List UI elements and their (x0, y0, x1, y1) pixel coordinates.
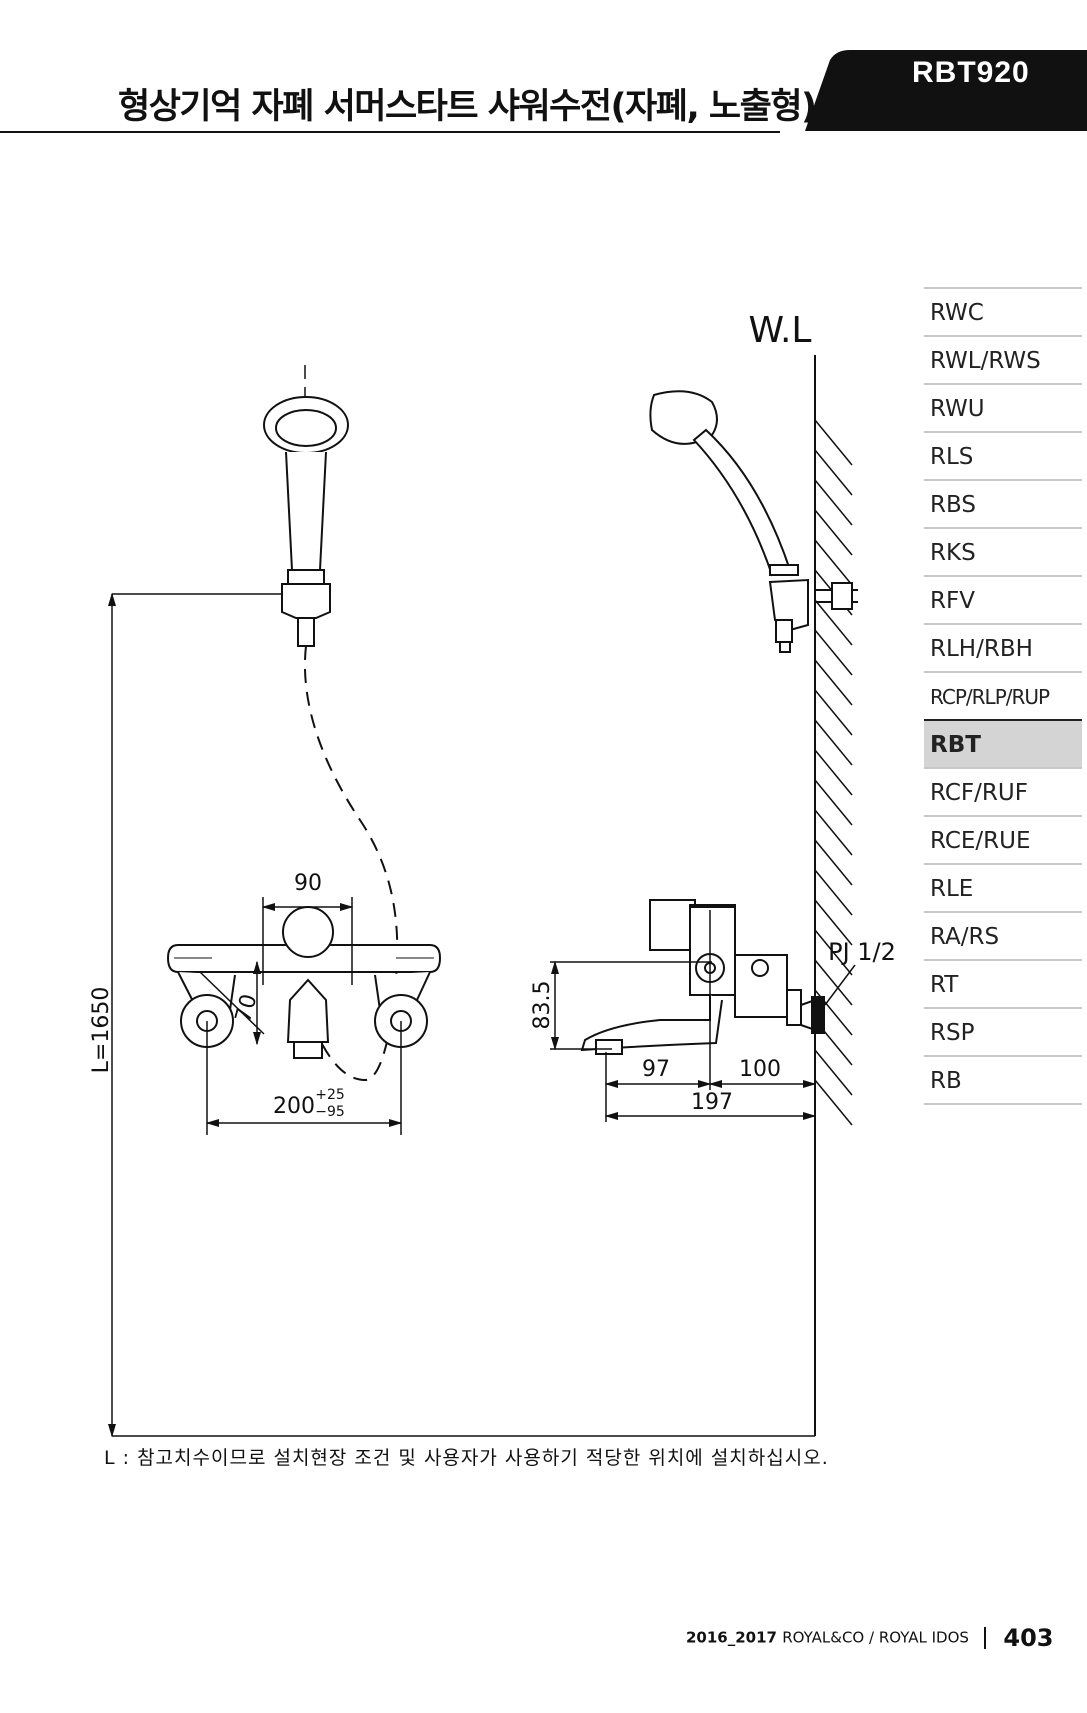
dim-97: 97 (642, 1057, 670, 1082)
front-shower-head (263, 365, 349, 647)
page-number: 403 (1003, 1624, 1054, 1652)
side-nav-item-rwl-rws[interactable]: RWL/RWS (924, 335, 1082, 383)
pipe-label: PJ 1/2 (828, 938, 896, 966)
model-tab (805, 50, 1087, 131)
wall-hatch-line (814, 479, 853, 526)
dim-83-5: 83.5 (530, 981, 555, 1030)
front-mixer-body (166, 906, 442, 1059)
wall-hatch-line (814, 659, 853, 706)
footer-brand: ROYAL&CO / ROYAL IDOS (782, 1628, 969, 1647)
wall-hatch-line (814, 509, 853, 556)
installation-note: L : 참고치수이므로 설치현장 조건 및 사용자가 사용하기 적당한 위치에 … (104, 1447, 829, 1469)
wall-hatch-line (814, 1079, 853, 1126)
side-nav-item-rls[interactable]: RLS (924, 431, 1082, 479)
pipe-leader (824, 964, 856, 1006)
side-nav-item-rle[interactable]: RLE (924, 863, 1082, 911)
wall-hatch-line (814, 899, 853, 946)
side-nav-item-rt[interactable]: RT (924, 959, 1082, 1007)
wall-hatch-line (814, 419, 853, 466)
side-nav-item-rwc[interactable]: RWC (924, 287, 1082, 335)
side-nav-item-rcf-ruf[interactable]: RCF/RUF (924, 767, 1082, 815)
wall-hatch-line (814, 449, 853, 496)
side-nav-item-rbs[interactable]: RBS (924, 479, 1082, 527)
wall-hatch-line (814, 719, 853, 766)
wall-hatch-line (814, 869, 853, 916)
wall-hatch-line (814, 749, 853, 796)
side-nav-end-rule (924, 1103, 1082, 1105)
wall (814, 355, 853, 1436)
dim-length-L: L=1650 (89, 987, 114, 1074)
side-nav-item-rb[interactable]: RB (924, 1055, 1082, 1103)
wall-hatch-line (814, 929, 853, 976)
side-nav-item-rce-rue[interactable]: RCE/RUE (924, 815, 1082, 863)
page-title: 형상기억 자폐 서머스타트 샤워수전(자폐, 노출형) (118, 87, 817, 127)
side-nav-item-rks[interactable]: RKS (924, 527, 1082, 575)
wall-hatch-line (814, 809, 853, 856)
footer-year: 2016_2017 (686, 1628, 777, 1647)
footer-separator (984, 1627, 987, 1649)
dim-90: 90 (294, 871, 322, 896)
header-rule (0, 131, 780, 133)
side-nav-item-rbt[interactable]: RBT (924, 719, 1082, 767)
front-dimensions (107, 592, 815, 1438)
page-footer: 2016_2017 ROYAL&CO / ROYAL IDOS 403 (686, 1624, 1054, 1652)
dim-200: 200 (273, 1094, 315, 1119)
wall-hatch-line (814, 839, 853, 886)
wall-hatch-line (814, 689, 853, 736)
side-mixer-body (580, 899, 825, 1055)
wall-label: W.L (749, 310, 812, 351)
side-nav-item-rlh-rbh[interactable]: RLH/RBH (924, 623, 1082, 671)
wall-hatch-line (814, 779, 853, 826)
side-shower-head (649, 390, 858, 653)
wall-hatch-line (814, 959, 853, 1006)
dim-100: 100 (739, 1057, 781, 1082)
model-code: RBT920 (912, 56, 1030, 89)
dim-200-tol-plus: +25 (315, 1087, 345, 1103)
wall-hatch-line (814, 599, 853, 646)
side-nav-item-rwu[interactable]: RWU (924, 383, 1082, 431)
side-nav-item-rsp[interactable]: RSP (924, 1007, 1082, 1055)
dim-200-tol-minus: −95 (315, 1104, 345, 1120)
side-dimensions (550, 910, 817, 1122)
wall-hatch-line (814, 1049, 853, 1096)
side-nav-item-rfv[interactable]: RFV (924, 575, 1082, 623)
side-nav-item-ra-rs[interactable]: RA/RS (924, 911, 1082, 959)
wall-hatch-line (814, 629, 853, 676)
wall-hatch-line (814, 539, 853, 586)
side-nav-item-rcp-rlp-rup[interactable]: RCP/RLP/RUP (924, 671, 1082, 719)
dim-197: 197 (691, 1090, 733, 1115)
